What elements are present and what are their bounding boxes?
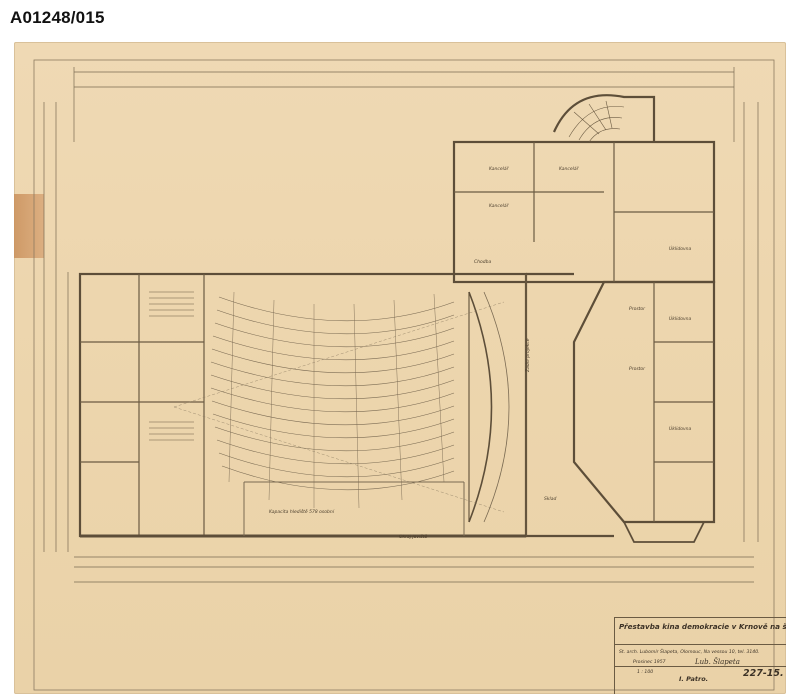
office-label-3: Kancelář — [489, 204, 509, 209]
room-label-6: Sklad — [544, 497, 557, 502]
room-label-2: Prostor — [629, 367, 646, 372]
blueprint-sheet: Kapacita hlediště 578 osobní Okraj jeviš… — [14, 42, 786, 694]
main-block-walls — [78, 272, 528, 538]
room-label-1: Prostor — [629, 307, 646, 312]
seating-rows — [210, 296, 455, 491]
auditorium-capacity-label: Kapacita hlediště 578 osobní — [269, 510, 334, 515]
title-block-signature: Lub. Šlapeta — [695, 658, 740, 666]
room-label-5: Úklidovna — [669, 427, 692, 432]
room-label-3: Úklidovna — [669, 247, 692, 252]
stair-tower-walls — [552, 94, 656, 142]
title-block-drawing-number: 227-15. — [743, 668, 784, 679]
room-label-4: Úklidovna — [669, 317, 692, 322]
office-label-2: Kancelář — [559, 167, 579, 172]
corridor-label: Chodba — [474, 260, 492, 265]
drawing-frame — [33, 59, 775, 691]
title-block: Přestavba kina demokracie v Krnově na ši… — [614, 617, 786, 694]
title-block-scale: 1 : 100 — [637, 670, 654, 675]
stage-curve — [468, 291, 493, 523]
tape-strip — [14, 194, 44, 258]
title-block-date: Prosinec 1957 — [633, 660, 666, 665]
stage-side-label: Okraj jeviště — [399, 535, 428, 540]
screen-room-label: Zadní projekce — [526, 338, 531, 372]
spiral-stair — [568, 100, 625, 143]
title-block-author: St. arch. Lubomír Šlapeta, Olomouc, Na v… — [619, 650, 760, 655]
west-stairs — [149, 291, 194, 441]
floor-plan-drawing — [33, 59, 775, 691]
archive-id: A01248/015 — [10, 8, 105, 27]
office-label-1: Kancelář — [489, 167, 509, 172]
title-block-floor: I. Patro. — [679, 675, 709, 683]
title-block-title: Přestavba kina demokracie v Krnově na ši… — [619, 622, 786, 631]
